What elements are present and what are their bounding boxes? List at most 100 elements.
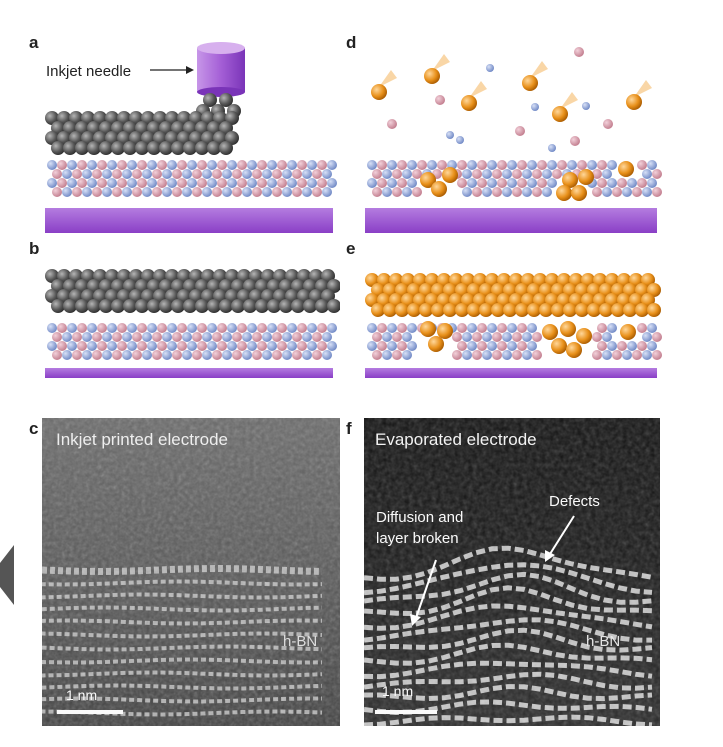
- hbn-atom: [622, 350, 632, 360]
- hbn-atom: [517, 178, 527, 188]
- hbn-atom: [262, 169, 272, 179]
- hbn-atom: [192, 169, 202, 179]
- hbn-atom: [47, 160, 57, 170]
- hbn-atom: [272, 350, 282, 360]
- panel-letter-d: d: [346, 33, 357, 52]
- hbn-atom: [167, 178, 177, 188]
- hbn-atom: [132, 169, 142, 179]
- hbn-atom: [532, 332, 542, 342]
- hbn-atom: [317, 160, 327, 170]
- hbn-atom: [77, 323, 87, 333]
- hbn-atom: [142, 187, 152, 197]
- hbn-atom: [382, 332, 392, 342]
- nitrogen-atom: [456, 136, 464, 144]
- panel-letter-c: c: [29, 419, 39, 438]
- hbn-atom: [57, 178, 67, 188]
- hbn-atom: [272, 169, 282, 179]
- hbn-atom: [217, 160, 227, 170]
- hbn-atom: [462, 187, 472, 197]
- graphite-atom: [183, 141, 197, 155]
- hbn-atom: [182, 169, 192, 179]
- hbn-atom: [412, 169, 422, 179]
- boron-atom: [435, 95, 445, 105]
- hbn-atom: [82, 187, 92, 197]
- graphite-atom: [147, 299, 161, 313]
- hbn-atom: [302, 350, 312, 360]
- hbn-atom: [637, 178, 647, 188]
- hbn-atom: [137, 341, 147, 351]
- hbn-atom: [527, 160, 537, 170]
- hbn-atom: [277, 341, 287, 351]
- motion-trail: [634, 80, 652, 97]
- hbn-atom: [532, 187, 542, 197]
- hbn-atom: [472, 169, 482, 179]
- hbn-atom: [507, 323, 517, 333]
- hbn-atom: [512, 332, 522, 342]
- graphite-atom: [123, 299, 137, 313]
- hbn-atom: [642, 350, 652, 360]
- hbn-atom: [387, 178, 397, 188]
- hbn-atom: [162, 332, 172, 342]
- gold-layer: [365, 273, 661, 358]
- hbn-atom: [152, 187, 162, 197]
- hbn-atom: [232, 187, 242, 197]
- hbn-atom: [522, 169, 532, 179]
- hbn-atom: [392, 187, 402, 197]
- hbn-atom: [82, 169, 92, 179]
- graphite-atom: [303, 299, 317, 313]
- hbn-atom: [392, 169, 402, 179]
- hbn-atom: [307, 323, 317, 333]
- hbn-atom: [247, 178, 257, 188]
- graphite-atom: [159, 299, 173, 313]
- hbn-atom: [427, 160, 437, 170]
- hbn-layers: [367, 160, 662, 197]
- hbn-atom: [97, 178, 107, 188]
- nitrogen-atom: [486, 64, 494, 72]
- hbn-atom: [372, 169, 382, 179]
- hbn-atom: [137, 178, 147, 188]
- hbn-atom: [467, 341, 477, 351]
- gold-atom: [552, 106, 568, 122]
- hbn-atom: [402, 350, 412, 360]
- hbn-atom: [312, 332, 322, 342]
- hbn-atom: [542, 187, 552, 197]
- panel-f-scale-label: 1 nm: [382, 683, 414, 699]
- graphite-atom: [279, 299, 293, 313]
- hbn-atom: [467, 323, 477, 333]
- hbn-atom: [497, 341, 507, 351]
- hbn-atom: [142, 350, 152, 360]
- hbn-atom: [262, 187, 272, 197]
- hbn-atom: [147, 160, 157, 170]
- hbn-atom: [172, 332, 182, 342]
- hbn-atom: [127, 341, 137, 351]
- hbn-atom: [117, 178, 127, 188]
- graphite-atom: [87, 141, 101, 155]
- hbn-atom: [227, 341, 237, 351]
- hbn-atom: [242, 187, 252, 197]
- panel-f-annotation-defects: Defects: [549, 493, 600, 510]
- panel-f-hbn-label: h-BN: [586, 633, 621, 650]
- graphite-atom: [99, 299, 113, 313]
- hbn-atom: [392, 350, 402, 360]
- graphite-atom: [111, 141, 125, 155]
- hbn-atom: [457, 341, 467, 351]
- hbn-atom: [227, 160, 237, 170]
- hbn-atom: [272, 332, 282, 342]
- hbn-atom: [487, 341, 497, 351]
- hbn-atom: [607, 178, 617, 188]
- hbn-atom: [637, 341, 647, 351]
- hbn-atom: [492, 350, 502, 360]
- graphite-atom: [203, 93, 217, 107]
- hbn-atom: [297, 341, 307, 351]
- hbn-atom: [627, 341, 637, 351]
- gold-atom: [571, 185, 587, 201]
- hbn-atom: [67, 178, 77, 188]
- hbn-atom: [382, 350, 392, 360]
- hbn-atom: [592, 187, 602, 197]
- gold-atom: [623, 303, 637, 317]
- gold-atom: [371, 303, 385, 317]
- hbn-atom: [112, 332, 122, 342]
- hbn-atom: [577, 160, 587, 170]
- hbn-atom: [647, 341, 657, 351]
- hbn-atom: [402, 332, 412, 342]
